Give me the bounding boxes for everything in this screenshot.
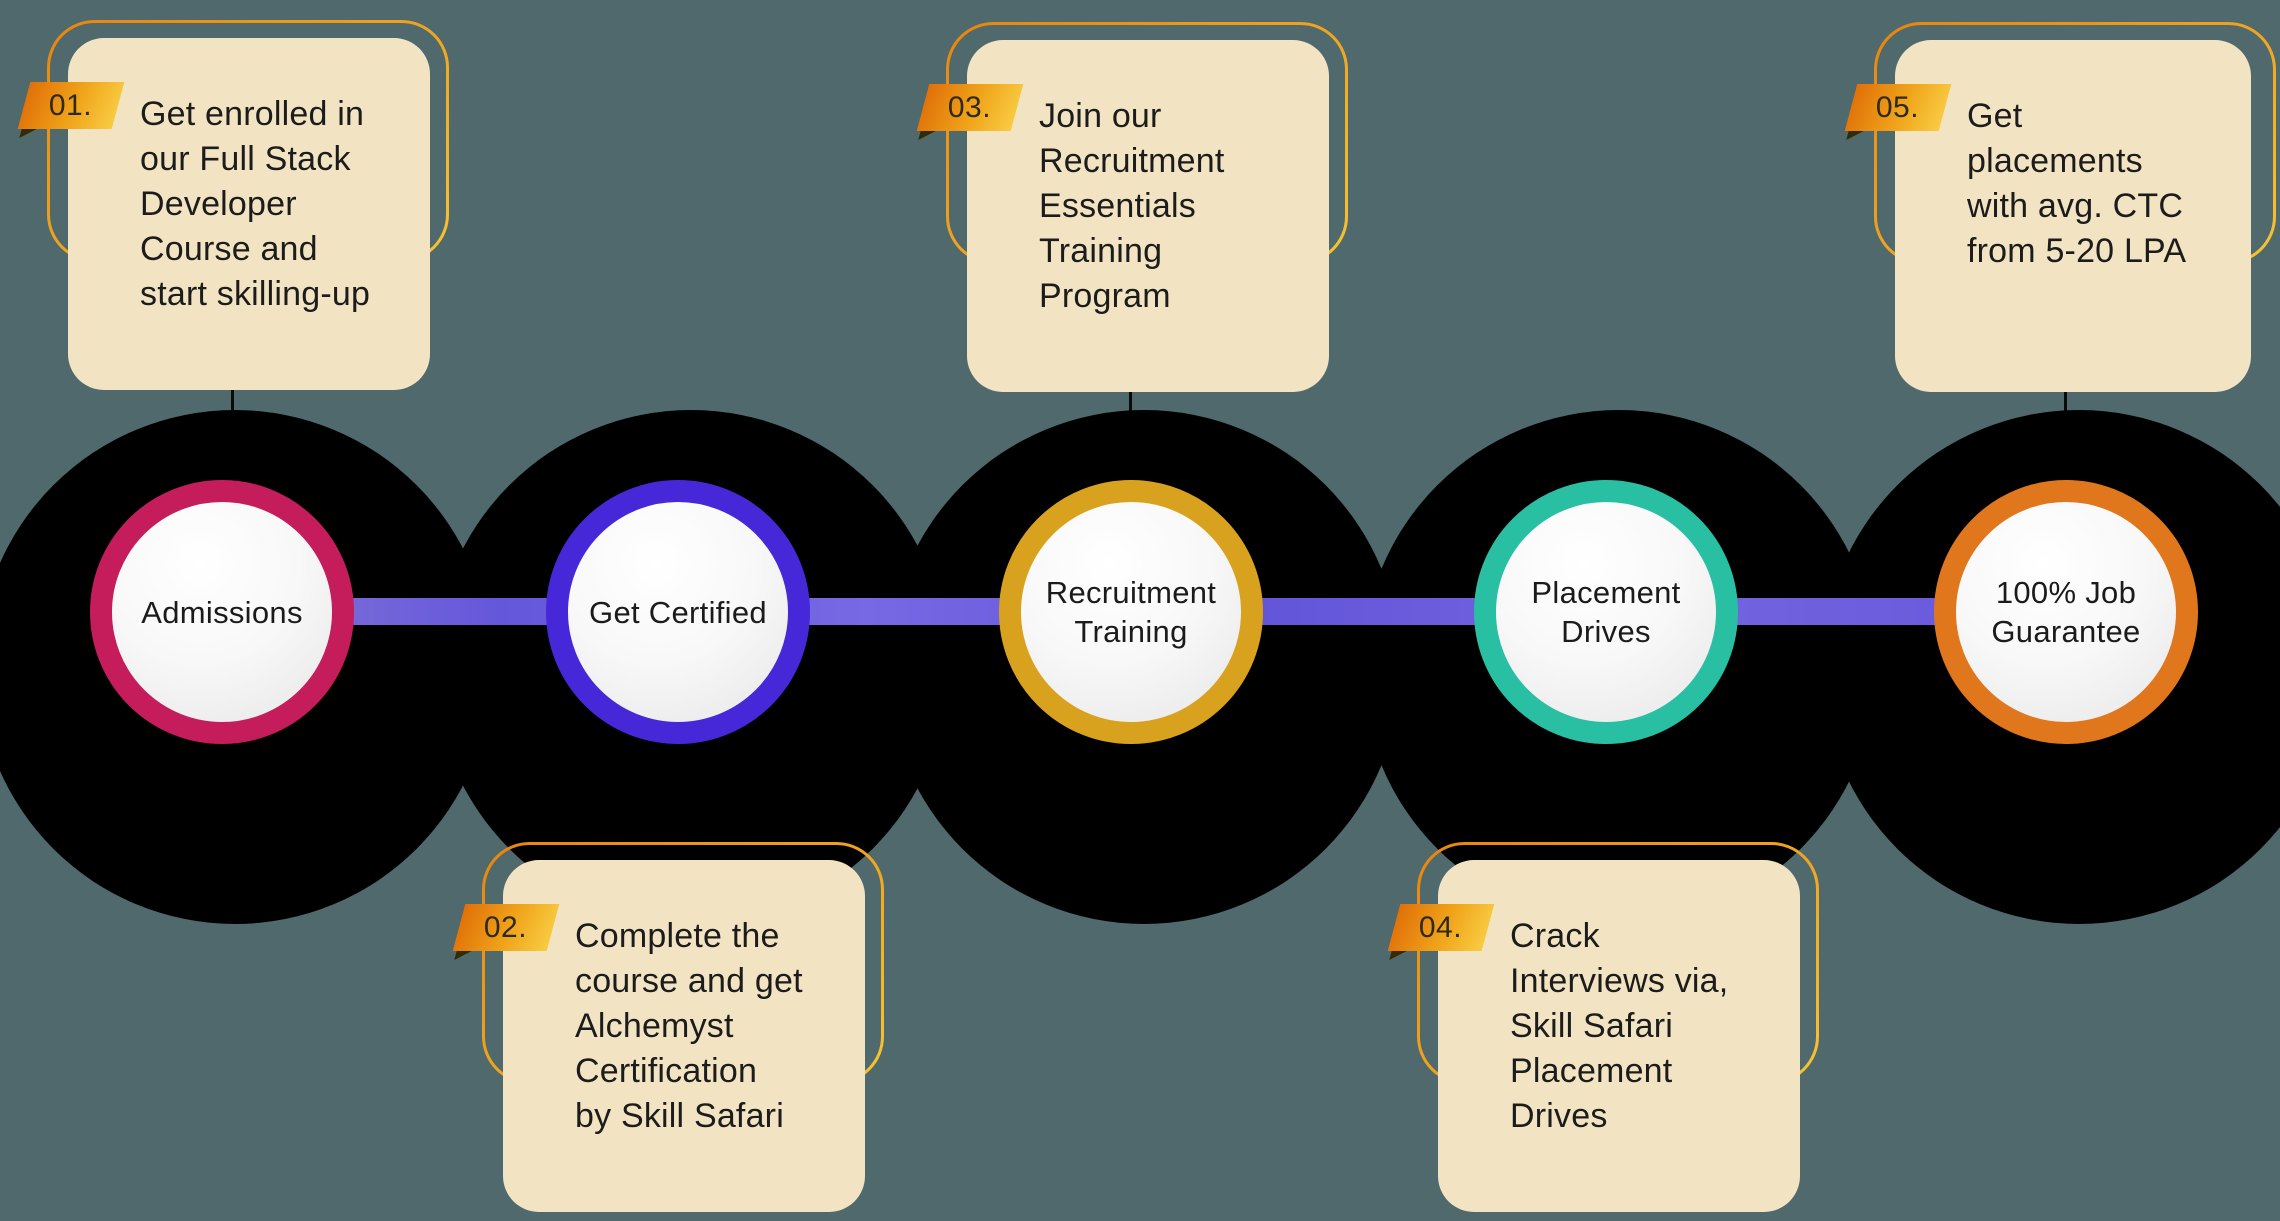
- circle-label: Admissions: [141, 594, 303, 630]
- step-circle-placement-drives: Placement Drives: [1474, 480, 1738, 744]
- step-card-2: Complete the course and get Alchemyst Ce…: [503, 860, 865, 1212]
- step-circle-admissions: Admissions: [90, 480, 354, 744]
- step-circle-job-guarantee: 100% Job Guarantee: [1934, 480, 2198, 744]
- circle-label: 100% Job Guarantee: [1991, 575, 2141, 649]
- circle-label: Get Certified: [589, 594, 767, 630]
- step-circle-get-certified: Get Certified: [546, 480, 810, 744]
- step-number: 03.: [948, 90, 992, 124]
- step-card-4: Crack Interviews via, Skill Safari Place…: [1438, 860, 1800, 1212]
- step-circle-recruitment-training: Recruitment Training: [999, 480, 1263, 744]
- step-number-tag-4: 04.: [1387, 904, 1495, 951]
- circle-label: Placement Drives: [1531, 575, 1681, 649]
- circle-label: Recruitment Training: [1045, 575, 1217, 649]
- step-card-5: Get placements with avg. CTC from 5-20 L…: [1895, 40, 2251, 392]
- step-number: 02.: [484, 910, 528, 944]
- step-number-tag-3: 03.: [916, 84, 1024, 131]
- step-number: 04.: [1419, 910, 1463, 944]
- step-number-tag-5: 05.: [1844, 84, 1952, 131]
- step-card-1: Get enrolled in our Full Stack Developer…: [68, 38, 430, 390]
- step-number-tag-1: 01.: [17, 82, 125, 129]
- step-number: 01.: [49, 88, 93, 122]
- step-number: 05.: [1876, 90, 1920, 124]
- step-number-tag-2: 02.: [452, 904, 560, 951]
- step-card-3: Join our Recruitment Essentials Training…: [967, 40, 1329, 392]
